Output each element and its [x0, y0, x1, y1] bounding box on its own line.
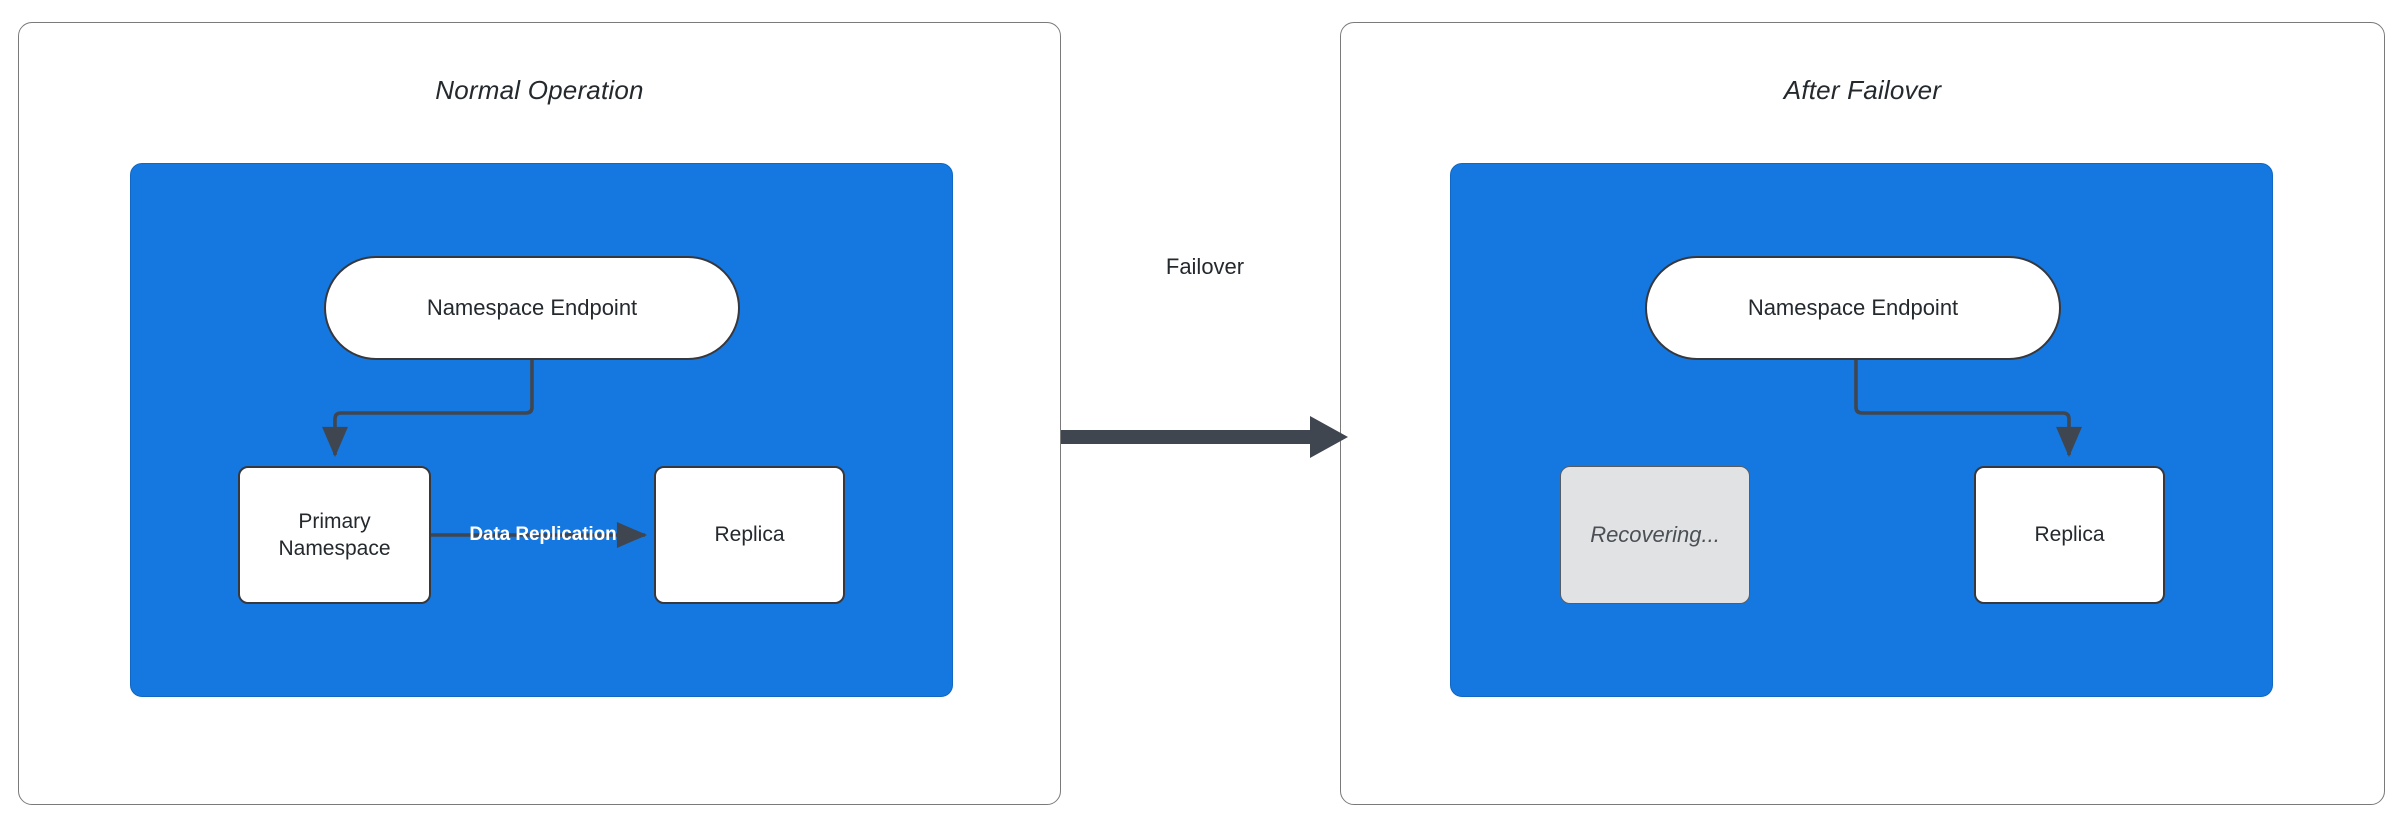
node-namespace-endpoint-right[interactable]: Namespace Endpoint [1645, 256, 2061, 360]
node-replica-left[interactable]: Replica [654, 466, 845, 604]
node-label: Namespace Endpoint [426, 294, 638, 320]
node-replica-right[interactable]: Replica [1974, 466, 2165, 604]
node-label-line2: Namespace [278, 537, 391, 560]
node-namespace-endpoint-left[interactable]: Namespace Endpoint [324, 256, 740, 360]
node-label-line1: Primary [298, 509, 371, 533]
node-label: Replica [714, 523, 785, 547]
node-label: Replica [2034, 523, 2105, 547]
node-label: Recovering... [1590, 521, 1720, 547]
panel-title-after-failover: After Failover [1783, 75, 1942, 105]
node-label: Primary Namespace [278, 508, 390, 563]
group-container-normal-operation [130, 163, 953, 697]
group-container-after-failover [1450, 163, 2273, 697]
failover-arrow-shape [1061, 416, 1348, 458]
node-recovering[interactable]: Recovering... [1560, 466, 1750, 604]
transition-label-failover: Failover [1165, 254, 1245, 279]
panel-title-normal-operation: Normal Operation [435, 75, 644, 105]
node-primary-namespace[interactable]: Primary Namespace [238, 466, 431, 604]
node-label: Namespace Endpoint [1747, 294, 1959, 320]
failover-arrow [1061, 416, 1348, 458]
edge-label-data-replication: Data Replication [469, 524, 617, 545]
